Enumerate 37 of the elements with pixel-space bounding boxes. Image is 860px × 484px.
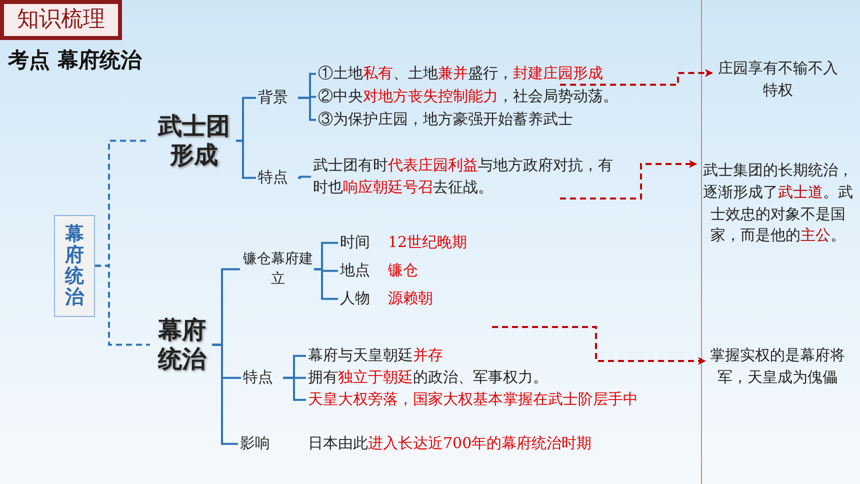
connector-line (212, 344, 238, 445)
point-text: 12世纪晚期 (388, 232, 498, 254)
branch-label: 镰仓幕府建立 (242, 249, 314, 290)
branch-label: 特点 (243, 367, 283, 389)
point-text: ③为保护庄园，地方豪强开始蓄养武士 (318, 109, 698, 131)
connector-line (298, 96, 316, 121)
point-text: 源赖朝 (388, 288, 468, 310)
connector-line (298, 176, 311, 179)
branch-label: 影响 (240, 433, 280, 455)
note-text: 掌握实权的是幕府将军，天皇成为傀儡 (705, 345, 850, 388)
branch-label: 背景 (258, 87, 298, 109)
arrow (560, 69, 713, 86)
point-text: 武士团有时代表庄园利益与地方政府对抗，有时也响应朝廷号召去征战。 (313, 155, 613, 198)
connector-line (314, 268, 338, 300)
category-box: 幕府统治 (54, 215, 95, 317)
topic-heading: 幕府统治 (152, 316, 212, 374)
point-text: 日本由此进入长达近700年的幕府统治时期 (308, 433, 698, 455)
title: 考点 幕府统治 (8, 47, 142, 74)
connector-line (283, 376, 306, 401)
connector-line (236, 140, 256, 179)
note-text: 武士集团的长期统治，逐渐形成了武士道。武士效忠的对象不是国家，而是他的主公。 (696, 160, 860, 247)
arrow (560, 160, 697, 200)
branch-label: 时间 (340, 232, 380, 254)
point-text: 幕府与天皇朝廷并存 (308, 345, 698, 367)
branch-label: 人物 (340, 288, 380, 310)
arrow (492, 326, 706, 365)
point-text: ②中央对地方丧失控制能力，社会局势动荡。 (318, 86, 698, 108)
point-text: 镰仓 (388, 260, 468, 282)
point-text: ①土地私有、土地兼并盛行，封建庄园形成 (318, 63, 698, 85)
point-text: 拥有独立于朝廷的政治、军事权力。 (308, 367, 698, 389)
topic-heading: 武士团形成 (152, 112, 236, 170)
point-text: 天皇大权旁落，国家大权基本掌握在武士阶层手中 (308, 389, 700, 411)
connector-line (95, 264, 150, 346)
note-text: 庄园享有不输不入特权 (712, 58, 844, 102)
branch-label: 特点 (258, 167, 298, 189)
branch-label: 地点 (340, 260, 380, 282)
section-tag: 知识梳理 (0, 0, 122, 40)
